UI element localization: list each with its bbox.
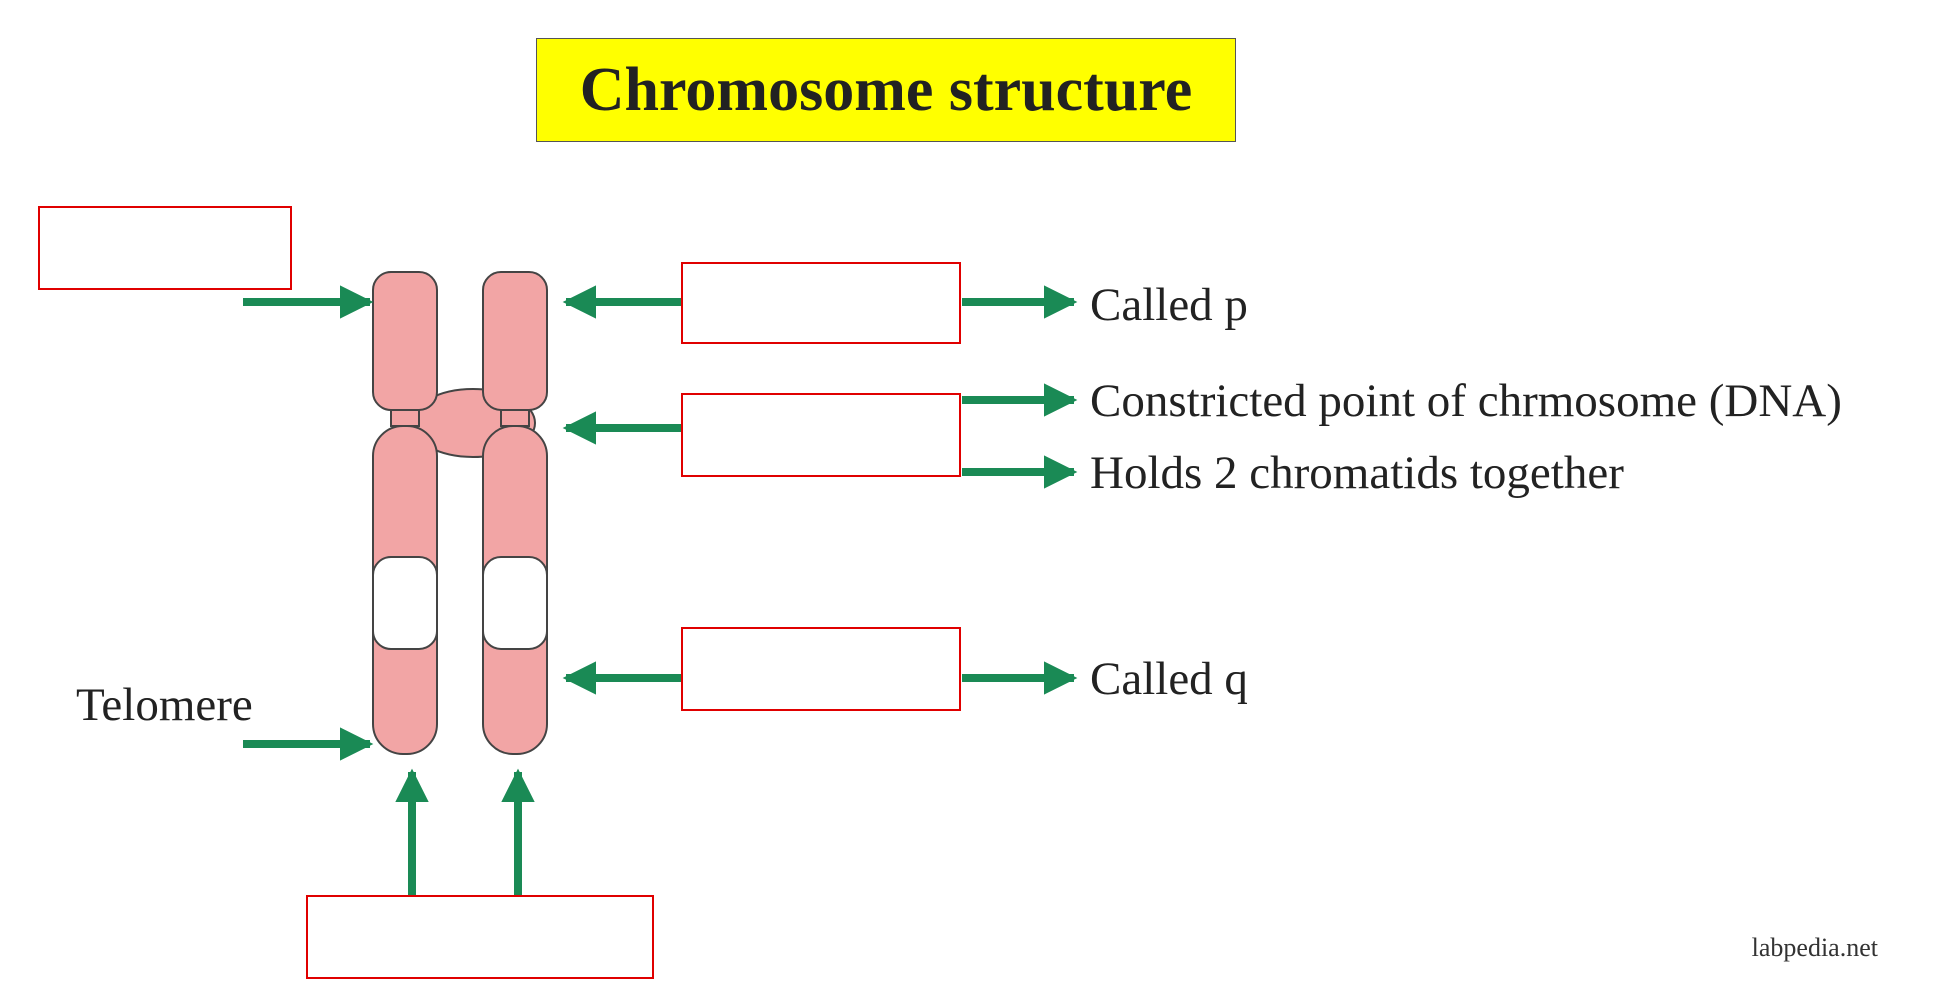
label-called-q: Called q — [1090, 653, 1248, 705]
right-chromatid-band — [482, 556, 548, 650]
left-chromatid-neck — [390, 409, 420, 427]
page-title: Chromosome structure — [579, 55, 1193, 124]
label-holds-chromatids: Holds 2 chromatids together — [1090, 447, 1624, 499]
blank-box-centromere — [681, 393, 961, 477]
left-chromatid-p-arm — [372, 271, 438, 411]
label-called-p: Called p — [1090, 279, 1248, 331]
label-constricted-point: Constricted point of chrmosome (DNA) — [1090, 375, 1842, 427]
blank-box-chromatid — [38, 206, 292, 290]
left-chromatid — [372, 271, 438, 755]
right-chromatid-neck — [500, 409, 530, 427]
blank-box-p-arm — [681, 262, 961, 344]
watermark: labpedia.net — [1751, 933, 1878, 962]
blank-box-sister-chromatids — [306, 895, 654, 979]
blank-box-q-arm — [681, 627, 961, 711]
label-telomere: Telomere — [76, 679, 253, 731]
left-chromatid-band — [372, 556, 438, 650]
right-chromatid-p-arm — [482, 271, 548, 411]
right-chromatid — [482, 271, 548, 755]
title-box: Chromosome structure — [536, 38, 1236, 142]
